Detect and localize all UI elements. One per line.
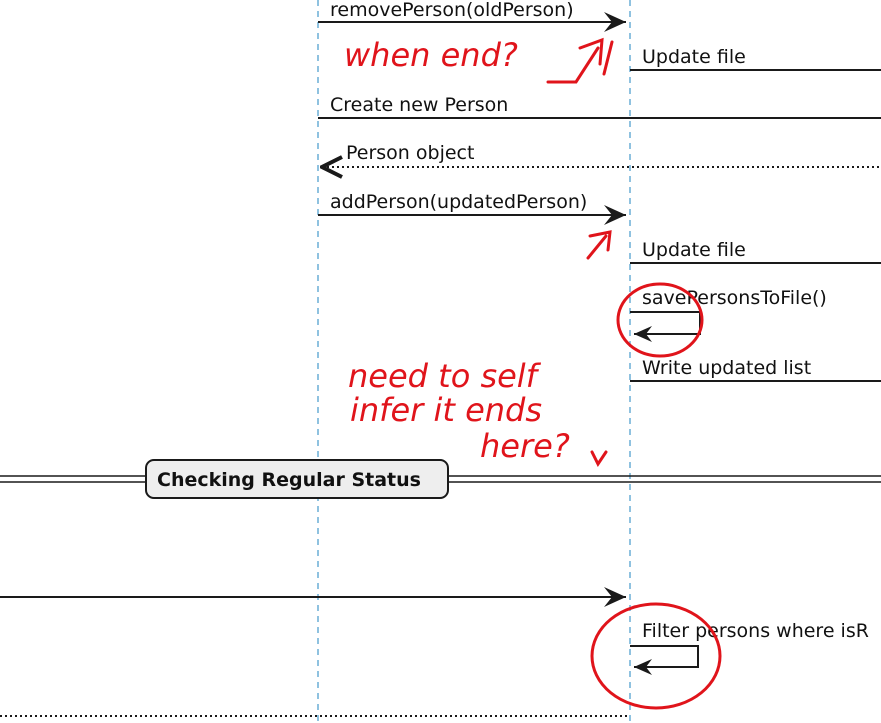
create-person-label: Create new Person (330, 94, 508, 116)
filter-persons-label: Filter persons where isR (642, 620, 869, 642)
divider-box (145, 459, 449, 499)
annotation-when-end: when end? (344, 36, 518, 74)
filter-persons-arrowhead (634, 659, 652, 675)
remove-person-label: removePerson(oldPerson) (330, 0, 574, 21)
save-persons-self-arrow (630, 311, 701, 335)
annotation-need-infer-3: here? (480, 427, 570, 465)
save-persons-arrowhead (634, 326, 652, 342)
divider-label: Checking Regular Status (157, 469, 421, 491)
annotation-arrow-1 (546, 37, 614, 84)
annotation-need-infer-2: infer it ends (350, 391, 542, 429)
update-file-2-label: Update file (642, 239, 746, 261)
annotation-arrow-2 (586, 230, 612, 260)
annotation-circle-save (616, 282, 704, 358)
annotation-circle-filter (590, 602, 722, 710)
person-object-label: Person object (346, 142, 474, 164)
add-person-label: addPerson(updatedPerson) (330, 191, 587, 213)
save-persons-label: savePersonsToFile() (642, 287, 827, 309)
write-list-label: Write updated list (642, 357, 811, 379)
annotation-need-infer-1: need to self (348, 357, 542, 395)
update-file-1-label: Update file (642, 46, 746, 68)
filter-persons-self-arrow (630, 645, 699, 668)
annotation-arrow-3 (590, 450, 608, 467)
